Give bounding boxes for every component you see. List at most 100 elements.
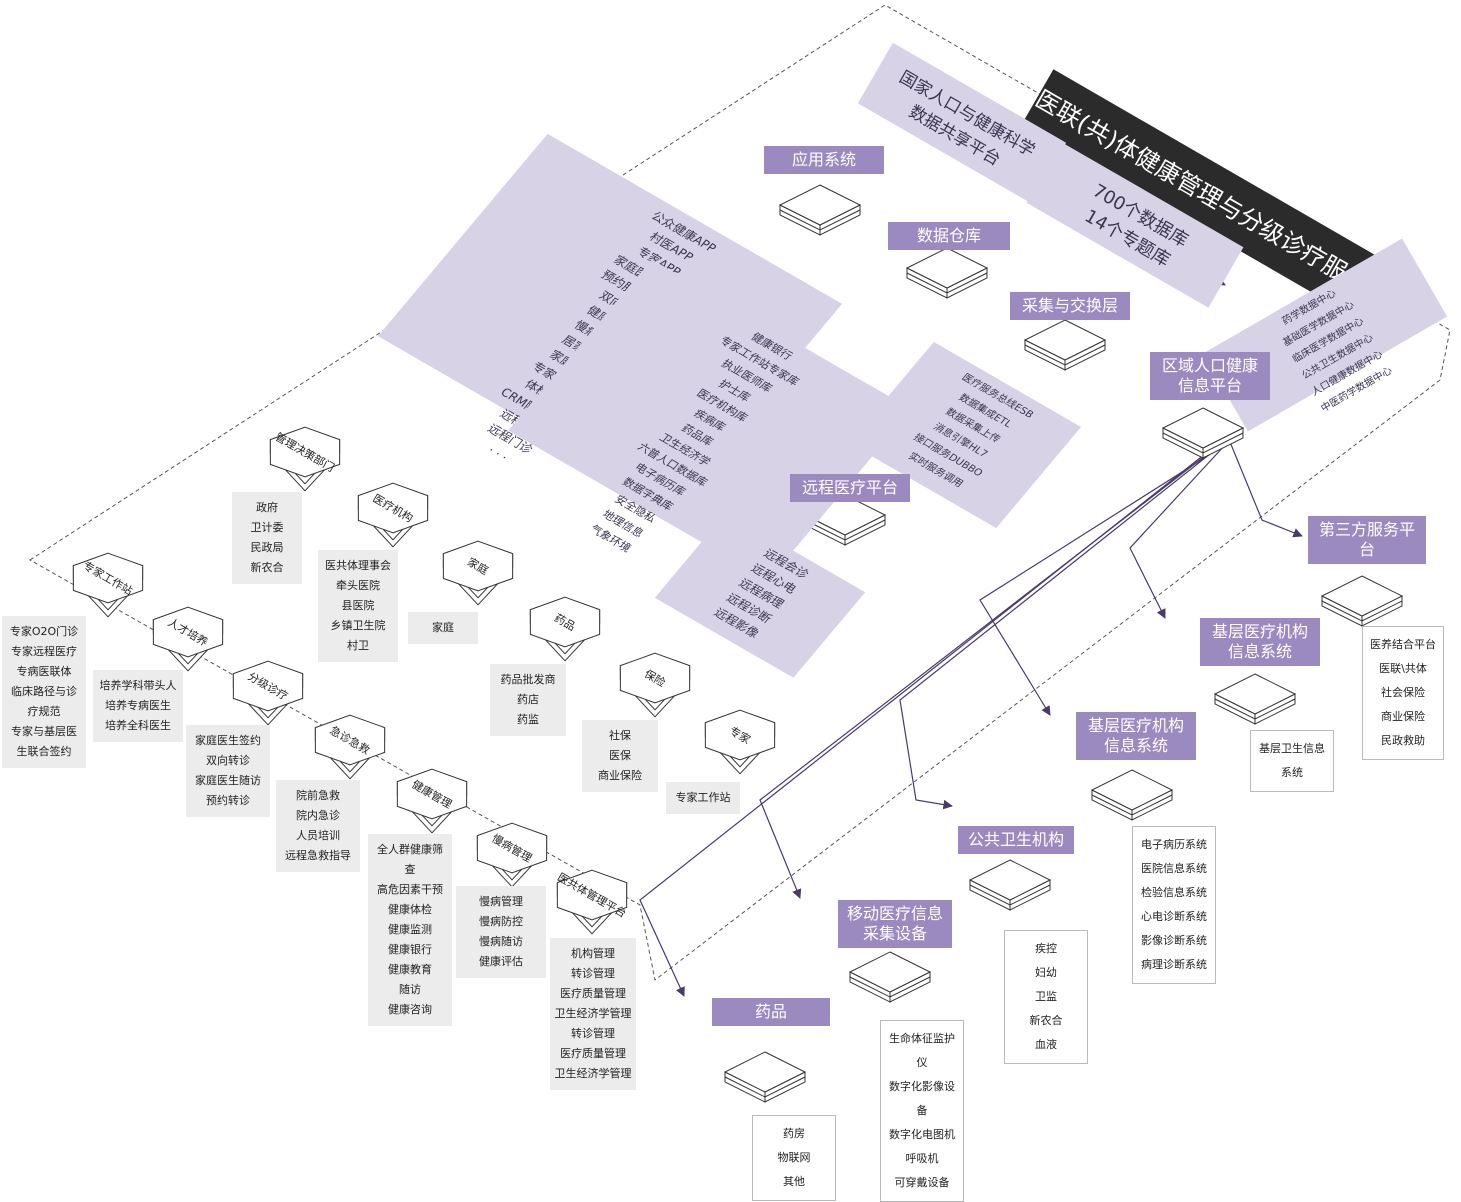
list-item: 健康评估: [479, 955, 523, 968]
list-item: 社保: [609, 729, 631, 742]
list-item: 牵头医院: [336, 579, 380, 592]
list-item: 影像诊断系统: [1141, 934, 1207, 947]
stakeholder-3-icon[interactable]: 药品: [529, 596, 601, 662]
list-item: 药监: [517, 713, 539, 726]
list-item: 民政救助: [1381, 734, 1425, 747]
stakeholder-5-icon[interactable]: 专家: [704, 709, 776, 775]
list-item: 药店: [517, 693, 539, 706]
module-6-icon[interactable]: 医共体管理平台: [555, 869, 629, 935]
remote-label: 远程医疗平台: [790, 474, 910, 502]
warehouse-label: 数据仓库: [888, 222, 1010, 250]
module-2-list: 家庭医生签约双向转诊家庭医生随访预约转诊: [186, 725, 270, 817]
stakeholder-2-list: 家庭: [408, 612, 478, 644]
app-cube: [778, 184, 862, 236]
module-1-list: 培养学科带头人培养专病医生培养全科医生: [93, 670, 183, 742]
list-item: 卫生经济学管理: [554, 1067, 632, 1080]
list-item: 专家远程医疗: [11, 645, 77, 658]
list-item: 家庭医生签约: [195, 734, 261, 747]
stakeholder-5-list: 专家工作站: [666, 782, 740, 814]
output-4-label: 移动医疗信息采集设备: [838, 900, 952, 948]
list-item: 健康体检: [388, 903, 432, 916]
list-item: 培养学科带头人: [99, 679, 177, 692]
module-5-list: 慢病管理慢病防控慢病随访健康评估: [456, 886, 546, 978]
list-item: 数字化电图机: [889, 1128, 955, 1141]
connector-line: [1129, 444, 1226, 619]
warehouse-cube: [905, 247, 989, 299]
region-line-1: 区域人口健康: [1161, 356, 1258, 375]
stakeholder-1-icon[interactable]: 医疗机构: [357, 482, 429, 548]
module-5-icon[interactable]: 慢病管理: [476, 822, 548, 888]
exchange-cube: [1023, 319, 1107, 371]
module-0-icon[interactable]: 专家工作站: [72, 552, 144, 618]
list-item: 健康咨询: [388, 1003, 432, 1016]
list-item: 卫生经济学管理: [554, 1007, 632, 1020]
list-item: 专家O2O门诊: [9, 625, 79, 638]
connector-line: [1229, 441, 1303, 538]
list-item: 药房: [783, 1127, 805, 1140]
stakeholder-0-list: 政府卫计委民政局新农合: [232, 492, 302, 584]
list-item: 专家工作站: [675, 791, 731, 804]
list-item: 商业保险: [1381, 710, 1425, 723]
list-item: 社会保险: [1381, 686, 1425, 699]
module-4-icon[interactable]: 健康管理: [396, 768, 468, 834]
region-line-2: 信息平台: [1177, 376, 1242, 395]
connector-line: [899, 449, 1216, 810]
list-item: 村卫: [347, 639, 369, 652]
list-item: 随访: [399, 983, 421, 996]
list-item: 远程急救指导: [285, 849, 351, 862]
list-item: 慢病防控: [479, 915, 523, 928]
output-2-list: 电子病历系统医院信息系统检验信息系统心电诊断系统影像诊断系统病理诊断系统: [1132, 826, 1216, 984]
region-cube: [1161, 407, 1245, 459]
list-item: 药品批发商: [500, 673, 556, 686]
list-item: 医养结合平台: [1370, 638, 1436, 651]
list-item: 慢病随访: [479, 935, 523, 948]
list-item: 政府: [256, 501, 278, 514]
list-item: 卫计委: [250, 521, 284, 534]
module-3-icon[interactable]: 急诊急救: [314, 714, 386, 780]
list-item: 慢病管理: [479, 895, 523, 908]
list-item: 医院信息系统: [1141, 862, 1207, 875]
output-5-cube: [723, 1051, 807, 1103]
list-item: 商业保险: [598, 769, 642, 782]
list-item: 全人群健康筛查: [377, 843, 443, 876]
module-0-list: 专家O2O门诊专家远程医疗专病医联体临床路径与诊疗规范专家与基层医生联合签约: [2, 616, 86, 768]
list-item: 医疗质量管理: [560, 987, 626, 1000]
list-item: 电子病历系统: [1141, 838, 1207, 851]
list-item: 血液: [1035, 1038, 1057, 1051]
output-0-list: 医养结合平台医联\共体社会保险商业保险民政救助: [1362, 626, 1444, 760]
output-3-label: 公共卫生机构: [958, 826, 1074, 854]
list-item: 检验信息系统: [1141, 886, 1207, 899]
output-2-label: 基层医疗机构信息系统: [1076, 712, 1196, 760]
output-1-list: 基层卫生信息系统: [1250, 730, 1334, 792]
stakeholder-0-icon[interactable]: 管理决策部门: [269, 426, 341, 492]
output-0-cube: [1320, 575, 1404, 627]
stakeholder-3-list: 药品批发商药店药监: [490, 664, 566, 736]
output-4-cube: [848, 951, 932, 1003]
list-item: 健康监测: [388, 923, 432, 936]
list-item: 生命体征监护仪: [889, 1032, 955, 1069]
module-2-icon[interactable]: 分级诊疗: [232, 660, 304, 726]
list-item: 专病医联体: [16, 665, 72, 678]
connector-line: [979, 447, 1221, 716]
module-1-icon[interactable]: 人才培养: [152, 606, 224, 672]
list-item: 健康银行: [388, 943, 432, 956]
list-item: 培养全科医生: [105, 719, 171, 732]
list-item: 医保: [609, 749, 631, 762]
list-item: 新农合: [250, 561, 284, 574]
stakeholder-4-icon[interactable]: 保险: [619, 652, 691, 718]
list-item: 数字化影像设备: [889, 1080, 955, 1117]
stakeholder-4-list: 社保医保商业保险: [582, 720, 658, 792]
list-item: 医共体理事会: [325, 559, 391, 572]
list-item: 新农合: [1029, 1014, 1063, 1027]
list-item: 健康教育: [388, 963, 432, 976]
list-item: 双向转诊: [206, 754, 250, 767]
region-label: 区域人口健康 信息平台: [1150, 352, 1270, 400]
stakeholder-2-icon[interactable]: 家庭: [442, 540, 514, 606]
output-5-list: 药房物联网其他: [752, 1115, 836, 1201]
list-item: 临床路径与诊疗规范: [11, 685, 77, 718]
list-item: 基层卫生信息系统: [1259, 742, 1325, 779]
list-item: 机构管理: [571, 947, 615, 960]
module-4-list: 全人群健康筛查高危因素干预健康体检健康监测健康银行健康教育随访健康咨询: [368, 834, 452, 1026]
